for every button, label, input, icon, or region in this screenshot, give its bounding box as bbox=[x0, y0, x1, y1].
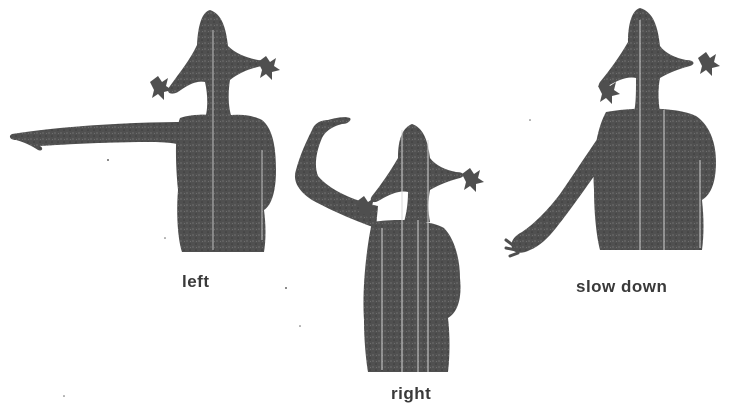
arm-left-extended bbox=[10, 122, 184, 151]
torso bbox=[363, 220, 460, 372]
figure-right bbox=[295, 117, 484, 372]
caption-left: left bbox=[182, 272, 210, 292]
figure-slow-down bbox=[506, 8, 720, 256]
figure-left bbox=[10, 10, 280, 252]
head bbox=[599, 8, 694, 112]
head bbox=[371, 124, 464, 222]
torso bbox=[176, 115, 276, 252]
scan-specks bbox=[63, 119, 531, 397]
head bbox=[168, 10, 265, 118]
caption-right: right bbox=[391, 384, 431, 404]
caption-slow-down: slow down bbox=[576, 277, 667, 297]
torso bbox=[594, 109, 717, 250]
